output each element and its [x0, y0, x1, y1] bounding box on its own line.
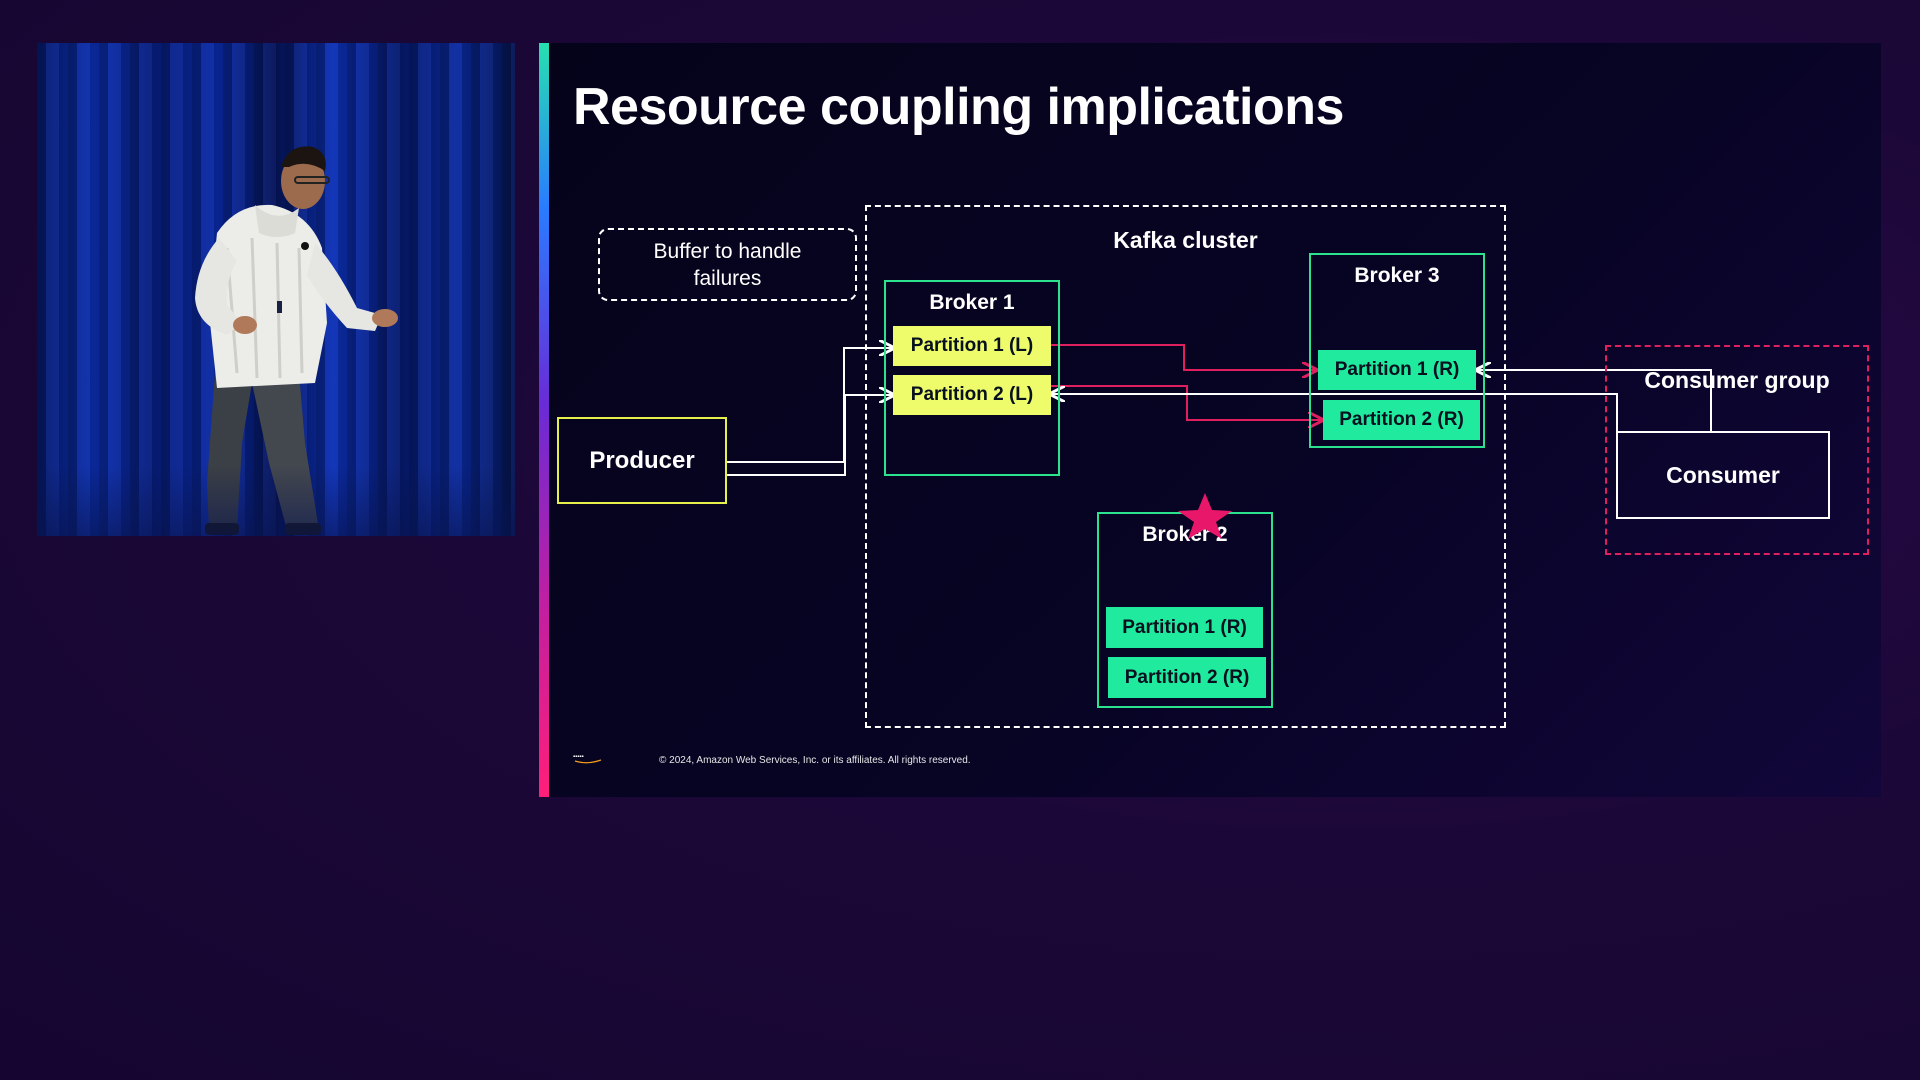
buffer-note: Buffer to handle failures	[598, 228, 857, 301]
speaker-figure	[195, 146, 398, 535]
broker-3-partition-2: Partition 2 (R)	[1323, 400, 1480, 440]
broker-2-partition-1: Partition 1 (R)	[1106, 607, 1263, 648]
footer-copyright: © 2024, Amazon Web Services, Inc. or its…	[659, 755, 971, 766]
broker-2-partition-2: Partition 2 (R)	[1108, 657, 1266, 698]
broker-3-label: Broker 3	[1354, 264, 1440, 287]
aws-logo-icon: ▪▪▪▪▪	[573, 754, 602, 764]
broker-1-partition-2: Partition 2 (L)	[893, 375, 1051, 415]
slide-title: Resource coupling implications	[573, 78, 1344, 136]
speaker-video	[37, 43, 515, 536]
buffer-note-text: Buffer to handle failures	[653, 239, 802, 290]
producer: Producer	[557, 417, 727, 504]
consumer-label: Consumer	[1666, 461, 1780, 488]
star-icon	[1178, 493, 1232, 539]
broker-1-partition-1: Partition 1 (L)	[893, 326, 1051, 366]
presentation-slide: Resource coupling implications Buffer to…	[539, 43, 1881, 797]
broker-1-label: Broker 1	[929, 291, 1015, 314]
broker-3	[1309, 253, 1485, 448]
svg-text:▪▪▪▪▪: ▪▪▪▪▪	[573, 754, 584, 760]
consumer-group	[1605, 345, 1869, 555]
producer-label: Producer	[589, 446, 695, 474]
broker-1	[884, 280, 1060, 476]
kafka-cluster-label: Kafka cluster	[1113, 227, 1258, 253]
kafka-cluster	[865, 205, 1506, 728]
consumer-group-label: Consumer group	[1644, 367, 1830, 393]
broker-3-partition-1: Partition 1 (R)	[1318, 350, 1476, 390]
consumer: Consumer	[1616, 431, 1830, 519]
slide-accent-bar	[539, 43, 549, 797]
